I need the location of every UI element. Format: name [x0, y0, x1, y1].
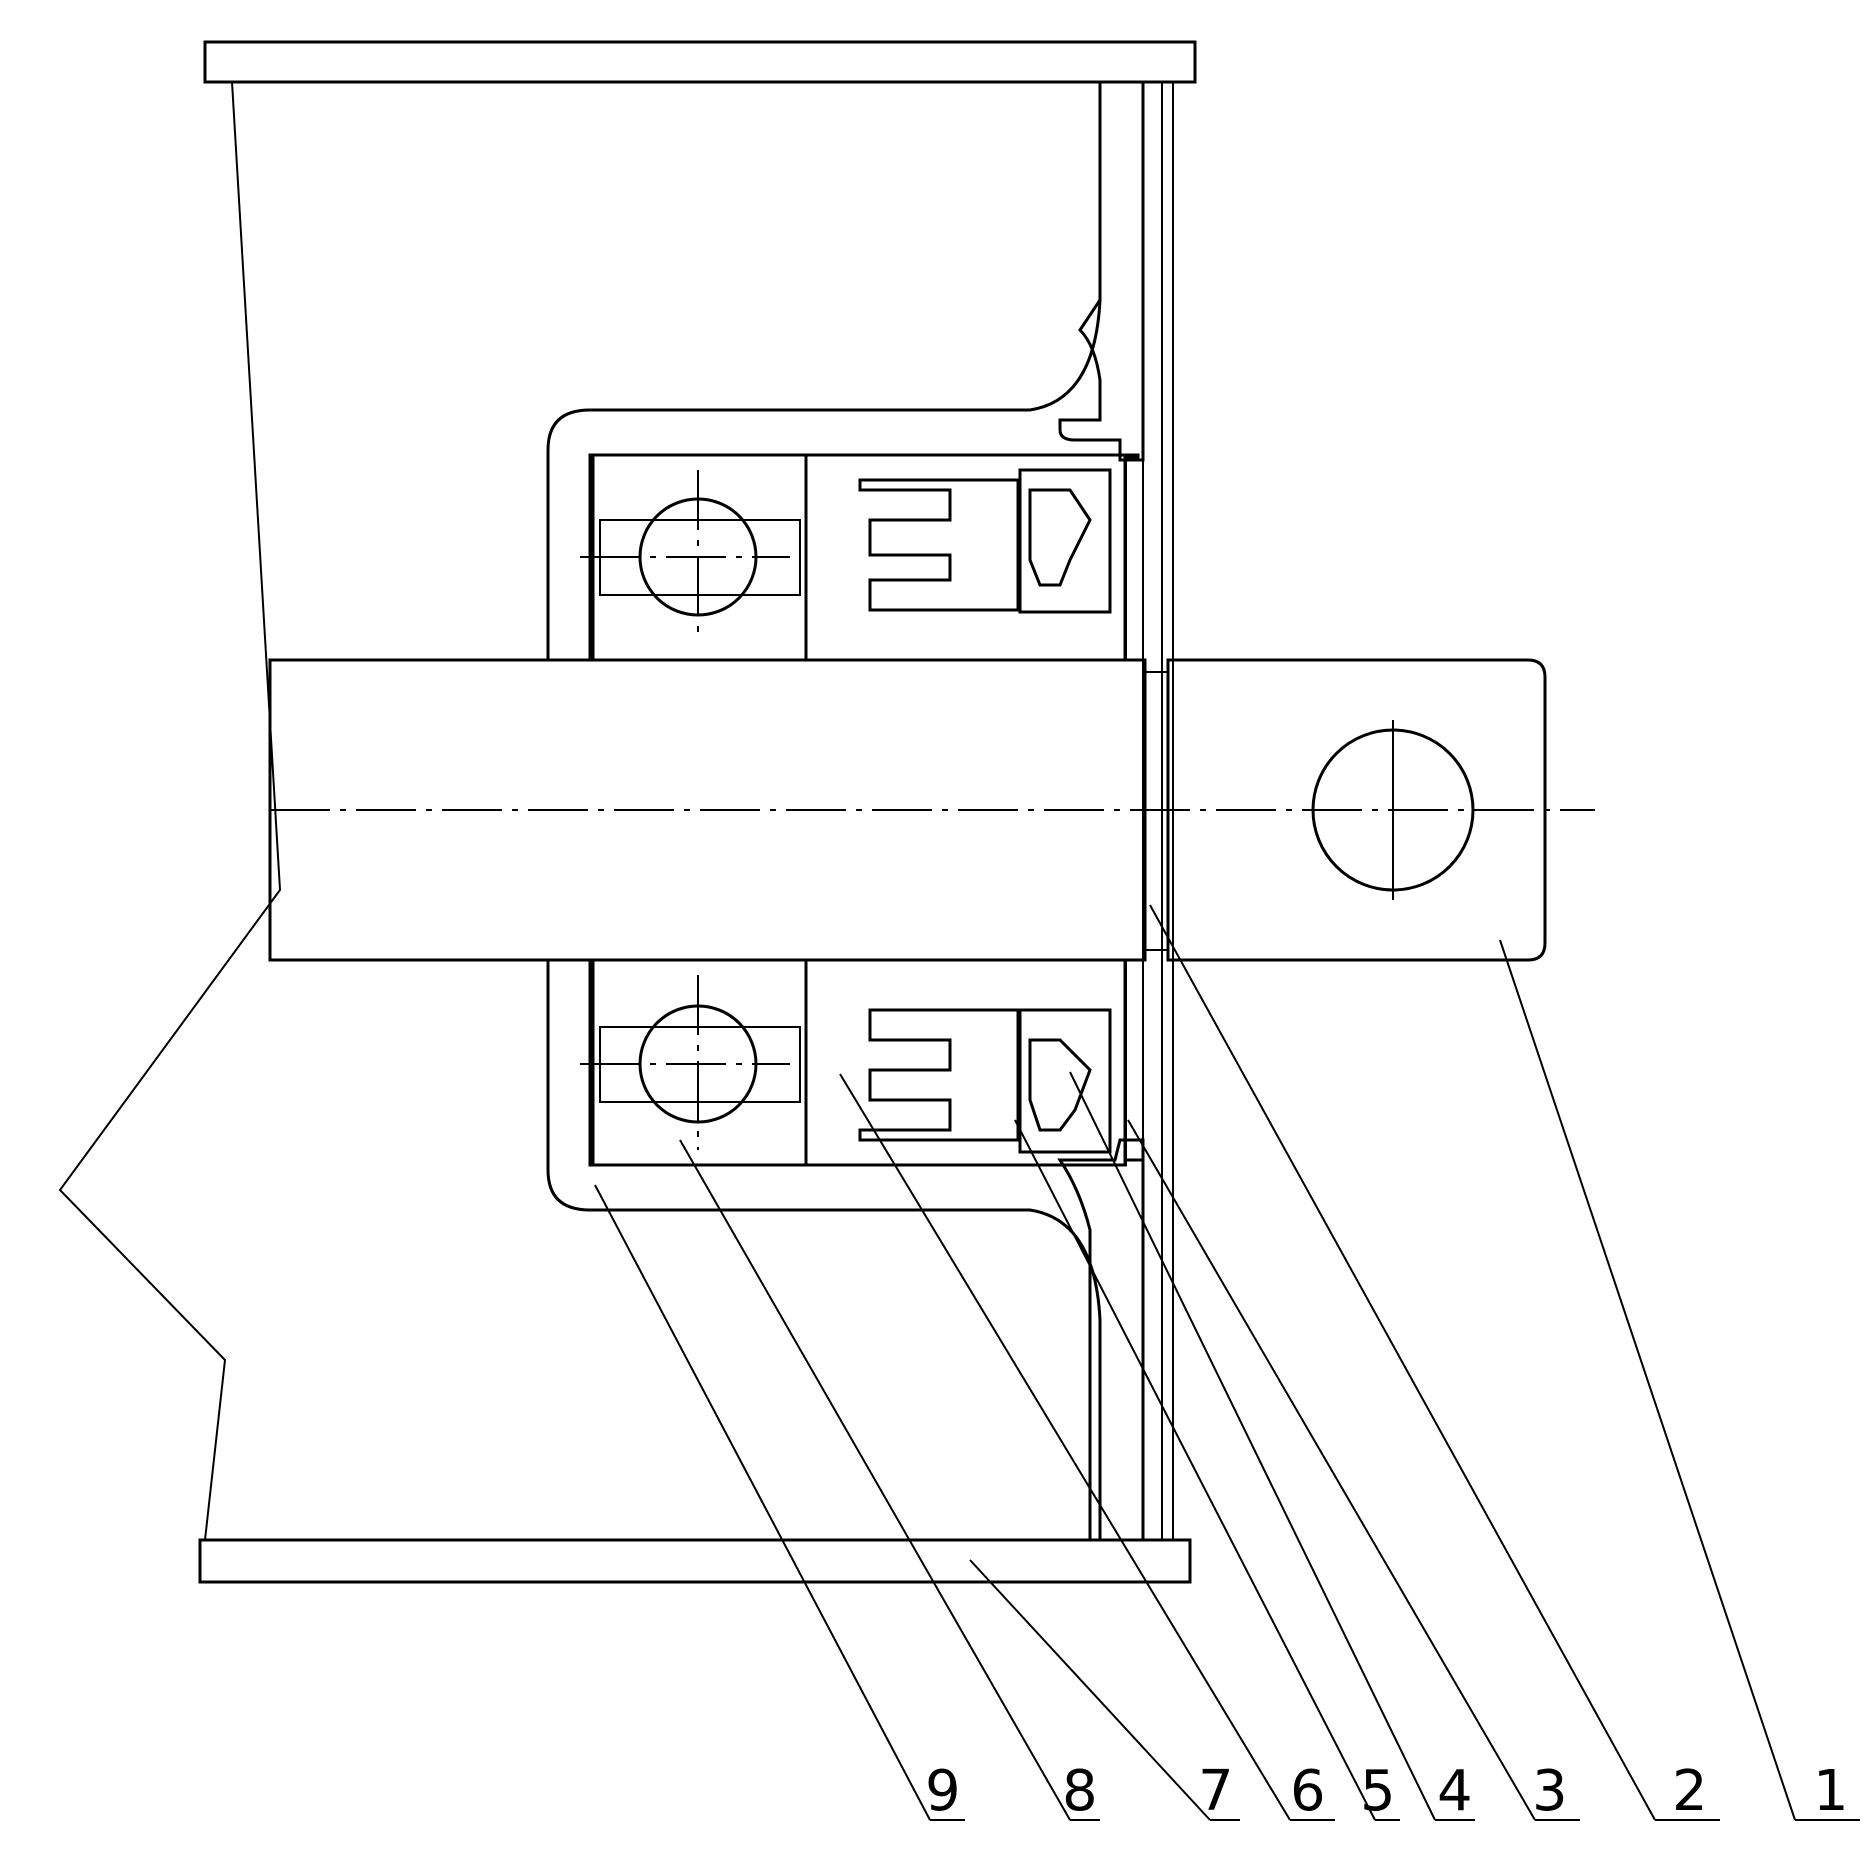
callout-5: 5: [1360, 1759, 1396, 1824]
leader-lines: [594, 904, 1860, 1821]
ball-bearing-upper: [580, 453, 808, 662]
callout-4: 4: [1437, 1759, 1473, 1824]
ball-bearing-lower: [580, 958, 808, 1167]
labyrinth-seal-upper: [805, 454, 1127, 661]
labyrinth-seal-lower: [805, 959, 1127, 1166]
cylinder-wall: [58, 40, 1197, 1584]
callout-labels: 1 2 3 4 5 6 7 8 9: [925, 1759, 1849, 1824]
callout-9: 9: [925, 1759, 961, 1824]
callout-6: 6: [1290, 1759, 1326, 1824]
callout-1: 1: [1813, 1759, 1849, 1824]
bearing-housing-lower: [546, 958, 1145, 1542]
callout-8: 8: [1062, 1759, 1098, 1824]
callout-3: 3: [1532, 1759, 1568, 1824]
callout-7: 7: [1198, 1759, 1234, 1824]
callout-2: 2: [1672, 1759, 1708, 1824]
